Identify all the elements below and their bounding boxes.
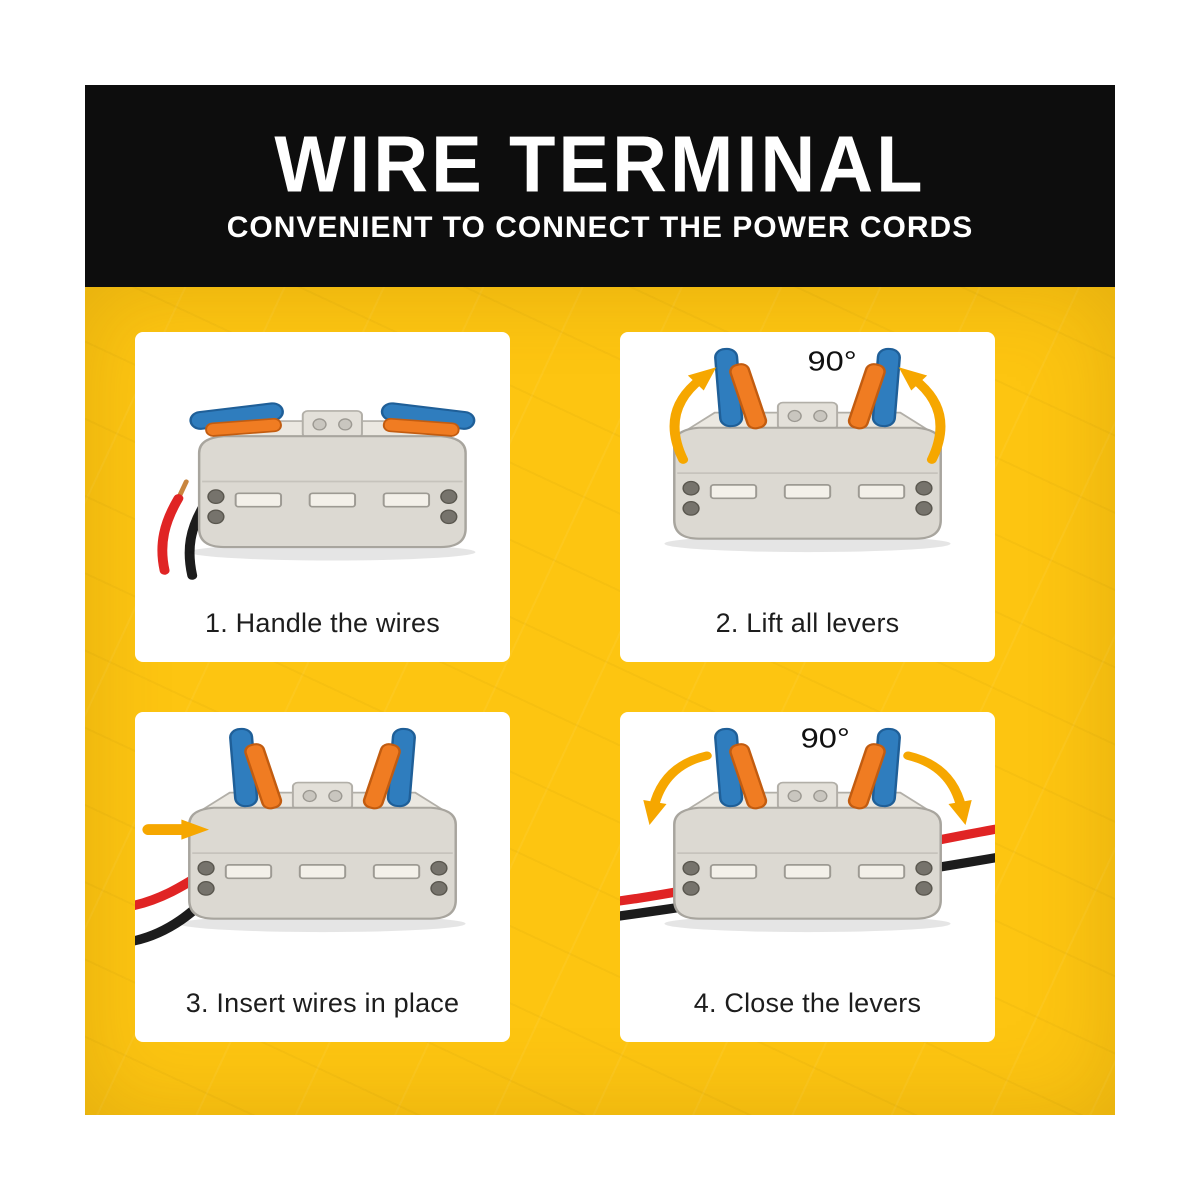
rotate-up-arrow-right-icon [898, 367, 946, 464]
wire-terminal-connector [188, 402, 477, 562]
red-wire [157, 494, 184, 575]
step3-illustration [135, 712, 510, 964]
insert-wires-graphic [135, 727, 467, 946]
close-levers-graphic: 90° [620, 723, 995, 934]
step-panel-1: 1. Handle the wires [135, 332, 510, 662]
step-panel-2: 90° 2. Lift all levers [620, 332, 995, 662]
step1-illustration [135, 332, 510, 584]
angle-label: 90° [801, 723, 850, 753]
rotate-up-arrow-left-icon [669, 367, 717, 464]
lift-levers-graphic: 90° [663, 347, 952, 554]
step3-caption: 3. Insert wires in place [185, 987, 460, 1018]
rotate-down-arrow-right-icon [903, 751, 972, 826]
step1-caption: 1. Handle the wires [205, 607, 440, 638]
page-subtitle: CONVENIENT TO CONNECT THE POWER CORDS [226, 211, 974, 244]
header: WIRE TERMINAL CONVENIENT TO CONNECT THE … [85, 85, 1115, 287]
steps-grid: 1. Handle the wires 90° 2. Lift all leve… [85, 287, 1115, 1115]
closed-levers [189, 402, 476, 437]
angle-label: 90° [808, 347, 857, 377]
step-panel-3: 3. Insert wires in place [135, 712, 510, 1042]
infographic: WIRE TERMINAL CONVENIENT TO CONNECT THE … [85, 85, 1115, 1115]
step2-illustration: 90° [620, 332, 995, 584]
step-panel-4: 90° 4. Close the levers [620, 712, 995, 1042]
step4-caption: 4. Close the levers [693, 987, 922, 1018]
wire-terminal-connector [663, 347, 952, 554]
step2-caption: 2. Lift all levers [715, 607, 900, 638]
rotate-down-arrow-left-icon [643, 751, 712, 826]
handle-wires-graphic [157, 402, 477, 580]
page-title: WIRE TERMINAL [274, 119, 926, 210]
step4-illustration: 90° [620, 712, 995, 964]
wire-terminal-connector [178, 727, 467, 934]
